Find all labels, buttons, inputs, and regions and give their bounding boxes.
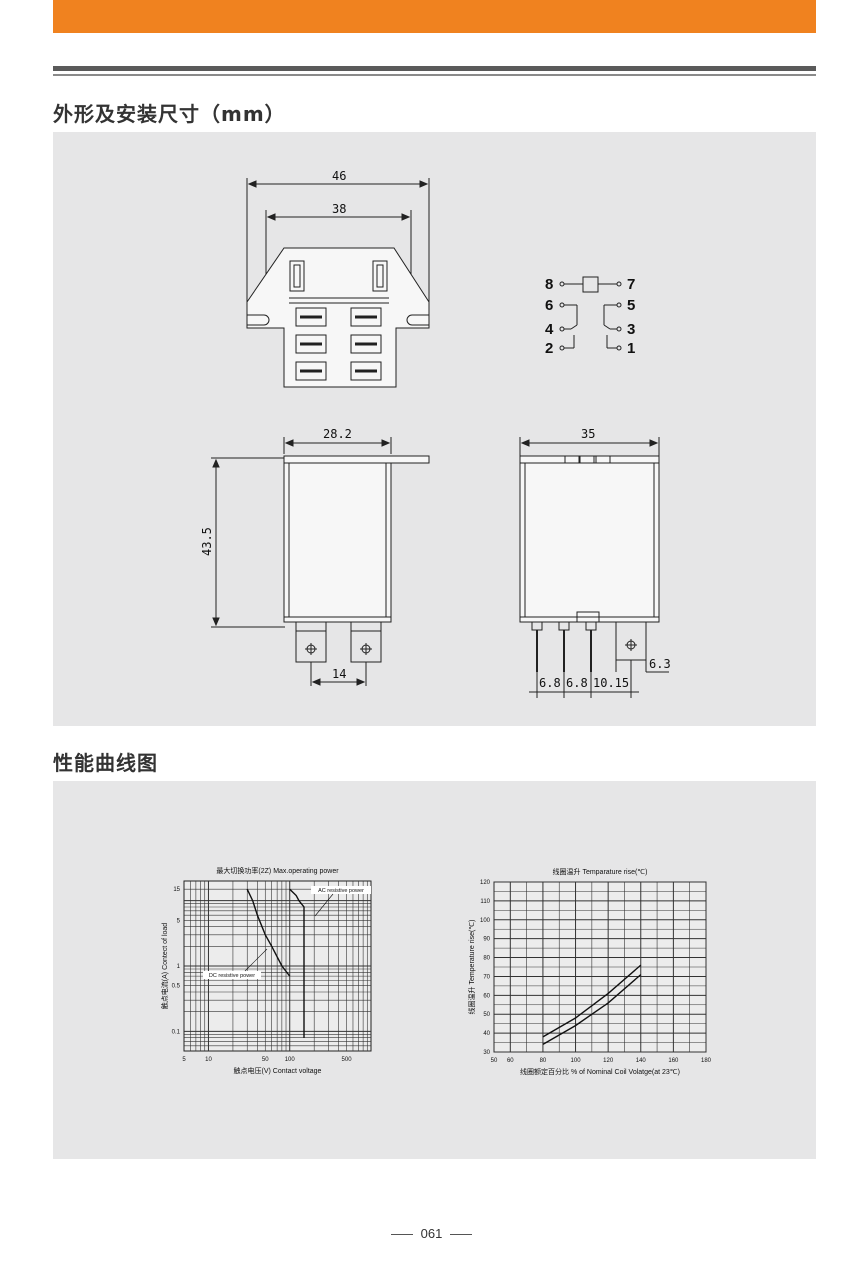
chart1-ylabel: 触点电流(A) Contect of load	[160, 923, 169, 1009]
chart2-xlabel: 线圈额定百分比 % of Nominal Coil Volatge(at 23℃…	[520, 1067, 680, 1076]
chart2-y-tick: 120	[480, 880, 491, 886]
dim-terminal-spacing: 14	[332, 667, 346, 681]
chart1-annotation-ac: AC resistive power	[318, 888, 364, 894]
chart1-annotation-ac-leader	[314, 893, 334, 917]
dim-pitch-c: 10.15	[593, 676, 629, 690]
wiring-schematic: 8 7 6 5 4 3 2 1	[545, 276, 635, 357]
dim-side-width: 35	[581, 427, 595, 441]
chart1-title: 最大切换功率(2Z) Max.operating power	[216, 866, 339, 875]
side-view: 35 6.8 6.8 10.15	[519, 427, 671, 698]
chart2-y-tick: 80	[483, 956, 490, 962]
front-view: 28.2 43.5 14	[200, 427, 430, 686]
chart2-title: 线圈温升 Temparature rise(℃)	[553, 867, 648, 876]
dim-height: 43.5	[200, 527, 214, 556]
dim-mount-width: 38	[332, 202, 346, 216]
chart1-annotation-bg-ac	[311, 886, 371, 894]
chart2-y-tick: 110	[480, 899, 490, 905]
header-rule	[53, 66, 816, 71]
chart1-annotation-bg-dc	[203, 971, 261, 979]
chart1-y-tick: 5	[177, 918, 181, 924]
chart2-y-tick: 90	[483, 937, 490, 943]
dim-pitch-b: 6.8	[566, 676, 588, 690]
pin-5-label: 5	[627, 297, 635, 314]
chart1-y-tick: 1	[177, 964, 181, 970]
header-rule-thin	[53, 74, 816, 76]
chart1-x-tick: 50	[262, 1057, 269, 1063]
dim-top-width: 46	[332, 169, 346, 183]
page-footer: 061	[0, 1226, 863, 1241]
chart1-x-tick: 500	[342, 1057, 353, 1063]
chart2-y-tick: 70	[483, 974, 490, 980]
pin-6-label: 6	[545, 297, 553, 314]
chart2-y-tick: 100	[480, 918, 491, 924]
footer-dash-left	[390, 1234, 413, 1236]
dim-pitch-a: 6.8	[539, 676, 561, 690]
curves-panel: 5 10 50 100 500 15 5 1 0.5 0.1 最大切换功率(2Z) Max.oper…	[53, 781, 816, 1159]
chart2-ylabel: 线圈温升 Temperature rise(℃)	[467, 920, 476, 1015]
chart2-series-2	[542, 974, 642, 1046]
pin-8-label: 8	[545, 276, 553, 293]
chart1-x-tick: 5	[182, 1057, 186, 1063]
chart1-annotation-dc-leader	[244, 948, 268, 972]
dimension-drawing: 46 38	[200, 169, 671, 698]
header-accent-bar	[53, 0, 816, 33]
chart2-x-tick: 80	[540, 1058, 547, 1064]
pin-3-label: 3	[627, 321, 635, 338]
dim-terminal-width: 6.3	[649, 657, 671, 671]
dimensions-panel: 46 38	[53, 132, 816, 726]
chart2-series-1	[542, 964, 642, 1038]
chart2-y-tick: 40	[483, 1031, 490, 1037]
chart2-x-tick: 100	[571, 1058, 582, 1064]
chart2-x-tick: 60	[507, 1058, 514, 1064]
section-title-dimensions: 外形及安装尺寸（mm）	[53, 102, 286, 126]
pin-7-label: 7	[627, 276, 635, 293]
footer-dash-right	[450, 1234, 473, 1236]
page-number: 061	[420, 1226, 443, 1241]
chart1-y-tick: 0.1	[172, 1029, 181, 1035]
chart1-series-2	[246, 888, 291, 977]
chart2-x-tick: 140	[636, 1058, 647, 1064]
chart2-y-tick: 30	[483, 1050, 490, 1056]
pin-1-label: 1	[627, 340, 635, 357]
chart2-x-tick: 120	[603, 1058, 614, 1064]
performance-charts: 5 10 50 100 500 15 5 1 0.5 0.1 最大切换功率(2Z) Max.oper…	[160, 866, 712, 1076]
chart2-x-tick: 160	[668, 1058, 679, 1064]
chart1-x-tick: 10	[205, 1057, 212, 1063]
chart2-x-tick-origin: 50	[491, 1058, 498, 1064]
chart1-x-tick: 100	[285, 1057, 296, 1063]
section-title-curves: 性能曲线图	[53, 751, 158, 775]
chart1-annotation-dc: DC resistive power	[209, 973, 255, 979]
chart1-y-tick: 15	[173, 887, 180, 893]
chart1-xlabel: 触点电压(V) Contact voltage	[234, 1066, 322, 1075]
pin-4-label: 4	[545, 321, 554, 338]
top-view: 46 38	[246, 169, 430, 388]
chart2-y-tick: 60	[483, 993, 490, 999]
chart2-y-tick: 50	[483, 1012, 490, 1018]
dim-body-width: 28.2	[323, 427, 352, 441]
pin-2-label: 2	[545, 340, 553, 357]
chart2-x-tick: 180	[701, 1058, 712, 1064]
chart1-y-tick: 0.5	[172, 984, 181, 990]
chart1-series-1	[289, 888, 305, 1038]
